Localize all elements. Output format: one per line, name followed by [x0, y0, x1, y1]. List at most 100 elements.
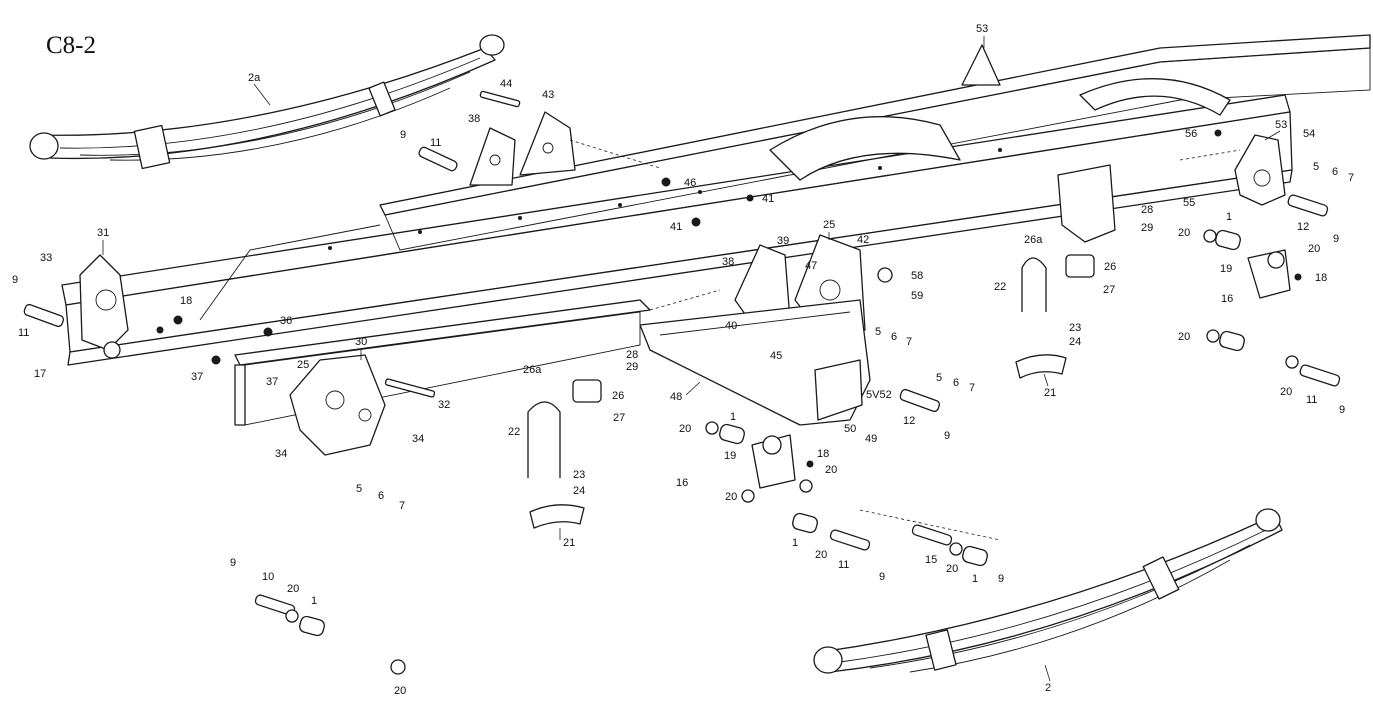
- callout: 11: [430, 137, 441, 149]
- leader-lines: [102, 36, 1281, 682]
- callout: 24: [1069, 336, 1081, 348]
- callout: 38: [722, 256, 734, 268]
- callout: 37: [191, 371, 203, 383]
- callout: 26a: [1024, 234, 1043, 246]
- callout: 18: [180, 295, 192, 307]
- callout: 1: [792, 537, 798, 549]
- callout: 47: [805, 260, 817, 272]
- callout: 20: [287, 583, 299, 595]
- callout: 1: [730, 411, 736, 423]
- callout: 7: [399, 500, 405, 512]
- callout: 41: [670, 221, 682, 233]
- callout: 2: [1045, 682, 1051, 694]
- callout: 34: [412, 433, 424, 445]
- callout: 19: [1220, 263, 1232, 275]
- axle-mounting-parts: [527, 254, 1095, 529]
- callout: 32: [438, 399, 450, 411]
- callout: 5V52: [866, 389, 892, 401]
- diagram-title: C8-2: [46, 32, 96, 59]
- callout: 1: [311, 595, 317, 607]
- callout: 20: [1178, 227, 1190, 239]
- callout: 9: [944, 430, 950, 442]
- callout: 9: [1333, 233, 1339, 245]
- callout: 20: [394, 685, 406, 697]
- callout: 20: [679, 423, 691, 435]
- callout: 11: [1306, 394, 1317, 406]
- callout: 5: [356, 483, 362, 495]
- callout: 33: [40, 252, 52, 264]
- callout: 39: [777, 235, 789, 247]
- callout: 5: [936, 372, 942, 384]
- callout: 7: [969, 382, 975, 394]
- callout: 21: [563, 537, 575, 549]
- callout: 31: [97, 227, 109, 239]
- callout: 37: [266, 376, 278, 388]
- assembly-guide-lines: [569, 139, 1241, 541]
- callout: 59: [911, 290, 923, 302]
- callout: 10: [262, 571, 274, 583]
- callout: 46: [684, 177, 696, 189]
- callout: 50: [844, 423, 856, 435]
- callout-labels: 2a 9 11 44 43 38 46 41 41 53 56 53 54 5 …: [12, 23, 1354, 697]
- callout: 20: [1308, 243, 1320, 255]
- callout: 9: [998, 573, 1004, 585]
- callout: 22: [994, 281, 1006, 293]
- callout: 29: [626, 361, 638, 373]
- callout: 28: [626, 349, 638, 361]
- callout: 26: [1104, 261, 1116, 273]
- callout: 58: [911, 270, 923, 282]
- callout: 9: [1339, 404, 1345, 416]
- callout: 20: [815, 549, 827, 561]
- callout: 9: [879, 571, 885, 583]
- front-leaf-spring: [29, 34, 505, 170]
- callout: 45: [770, 350, 782, 362]
- chassis-frame: [61, 34, 1371, 426]
- callout: 41: [762, 193, 774, 205]
- callout: 18: [1315, 272, 1327, 284]
- callout: 20: [1178, 331, 1190, 343]
- callout: 20: [946, 563, 958, 575]
- callout: 43: [542, 89, 554, 101]
- callout: 21: [1044, 387, 1056, 399]
- callout: 18: [817, 448, 829, 460]
- callout: 28: [1141, 204, 1153, 216]
- callout: 17: [34, 368, 46, 380]
- callout: 23: [1069, 322, 1081, 334]
- callout: 36: [280, 315, 292, 327]
- callout: 9: [230, 557, 236, 569]
- callout: 7: [1348, 172, 1354, 184]
- callout: 20: [725, 491, 737, 503]
- callout: 16: [1221, 293, 1233, 305]
- callout: 20: [1280, 386, 1292, 398]
- callout: 48: [670, 391, 682, 403]
- callout: 53: [976, 23, 988, 35]
- callout: 53: [1275, 119, 1287, 131]
- callout: 26a: [523, 364, 542, 376]
- callout: 16: [676, 477, 688, 489]
- callout: 40: [725, 320, 737, 332]
- rear-leaf-spring: [813, 508, 1283, 674]
- callout: 6: [1332, 166, 1338, 178]
- callout: 6: [378, 490, 384, 502]
- callout: 1: [972, 573, 978, 585]
- callout: 56: [1185, 128, 1197, 140]
- callout: 2a: [248, 72, 261, 84]
- callout: 42: [857, 234, 869, 246]
- spring-brackets: [79, 44, 1291, 489]
- callout: 34: [275, 448, 287, 460]
- callout: 29: [1141, 222, 1153, 234]
- callout: 25: [297, 359, 309, 371]
- callout: 49: [865, 433, 877, 445]
- callout: 20: [825, 464, 837, 476]
- callout: 12: [903, 415, 915, 427]
- callout: 24: [573, 485, 585, 497]
- callout: 1: [1226, 211, 1232, 223]
- callout: 19: [724, 450, 736, 462]
- callout: 15: [925, 554, 937, 566]
- callout: 5: [1313, 161, 1319, 173]
- callout: 22: [508, 426, 520, 438]
- callout: 38: [468, 113, 480, 125]
- callout: 30: [355, 336, 367, 348]
- callout: 7: [906, 336, 912, 348]
